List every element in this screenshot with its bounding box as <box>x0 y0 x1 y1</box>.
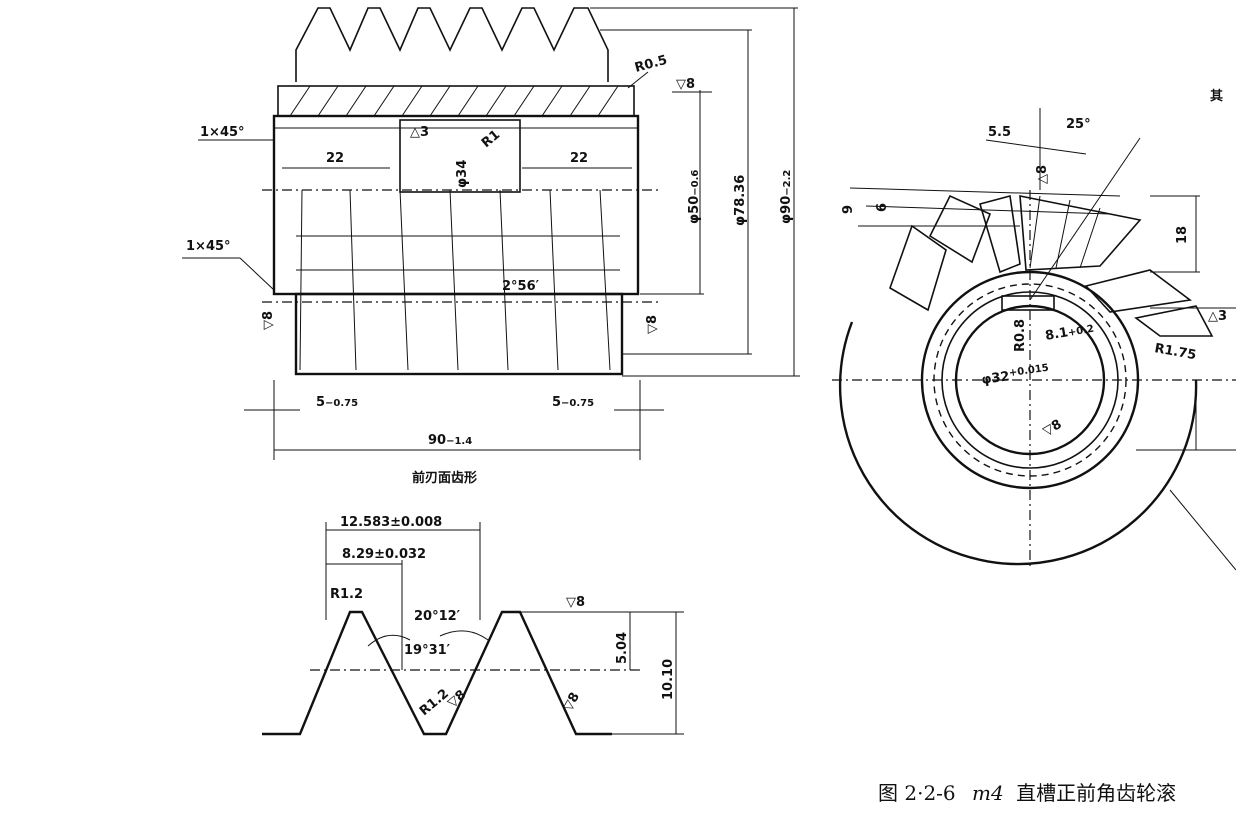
hob-outer-arc <box>838 321 1198 566</box>
pitch-dim-label: 12.583±0.008 <box>340 515 442 530</box>
key-width-label: 8.1+0.2 <box>1044 321 1095 344</box>
bore-keyway <box>1001 295 1055 311</box>
finish-8-label: △8 <box>1035 165 1050 184</box>
finish-right-label: ▽8 <box>645 315 660 334</box>
dia-1-label: φ50−0.6 <box>687 170 702 224</box>
dia-3-label: φ90−2.2 <box>779 170 794 224</box>
radius-top-label: R0.5 <box>633 53 669 76</box>
keyway-radius-label: R1 <box>479 127 503 151</box>
note-partial-label: 其 <box>1210 88 1223 104</box>
front-caption: 前刃面齿形 <box>412 470 477 486</box>
dim-18-label: 18 <box>1175 226 1190 244</box>
flute-radius-label: R1.75 <box>1153 341 1197 363</box>
dim-6-label: 6 <box>875 203 890 212</box>
figure-caption: 图 2·2-6 m4 直槽正前角齿轮滚 <box>878 781 1176 805</box>
finish-bore-label: △3 <box>410 125 429 140</box>
side-teeth <box>889 194 1214 337</box>
len-right-label: 22 <box>570 151 588 166</box>
finish-bore-side-label: ▽8 <box>1041 417 1065 440</box>
key-radius-label: R0.8 <box>1013 319 1028 352</box>
keyway-slot <box>399 119 521 193</box>
front-view: 1×45° 1×45° R0.5 ▽8 △3 R1 22 22 φ34 φ50−… <box>182 7 800 486</box>
helix-angle-label: 2°56′ <box>502 279 540 294</box>
angle-b-label: 19°31′ <box>404 643 451 658</box>
hob-lower-body <box>294 292 624 376</box>
chamfer-top-label: 1×45° <box>200 125 245 140</box>
depth-2-label: 10.10 <box>661 659 676 700</box>
hatching <box>289 85 619 117</box>
hob-body <box>272 114 640 296</box>
tooth-profile: 12.583±0.008 8.29±0.032 R1.2 ▽8 20°12′ 1… <box>262 515 684 736</box>
dia-2-label: φ78.36 <box>733 175 748 226</box>
finish-right-side-label: △3 <box>1208 309 1227 324</box>
dim-9-label: 9 <box>841 205 856 214</box>
end-right-label: 5−0.75 <box>552 395 594 410</box>
chamfer-side-label: 1×45° <box>186 239 231 254</box>
finish-top-label: ▽8 <box>676 77 695 92</box>
thick-dim-label: 8.29±0.032 <box>342 547 426 562</box>
dim-55-label: 5.5 <box>988 125 1011 140</box>
bore-dia-label: φ32+0.015 <box>980 363 1050 388</box>
angle-25-label: 25° <box>1066 117 1091 132</box>
hob-teeth-outline <box>295 7 609 82</box>
finish-a-label: ▽8 <box>566 595 585 610</box>
depth-1-label: 5.04 <box>615 632 630 664</box>
overall-length-label: 90−1.4 <box>428 433 472 448</box>
dia-bore-label: φ34 <box>455 160 470 188</box>
side-view: 5.5 25° △8 9 6 18 R0.8 8.1+0.2 φ32+0.015… <box>832 88 1236 571</box>
flute-lines <box>296 189 620 371</box>
r-top-label: R1.2 <box>330 587 363 602</box>
len-left-label: 22 <box>326 151 344 166</box>
end-left-label: 5−0.75 <box>316 395 358 410</box>
angle-a-label: 20°12′ <box>414 609 461 624</box>
tooth-profile-outline <box>262 610 612 736</box>
finish-left-label: ▽8 <box>261 311 276 330</box>
